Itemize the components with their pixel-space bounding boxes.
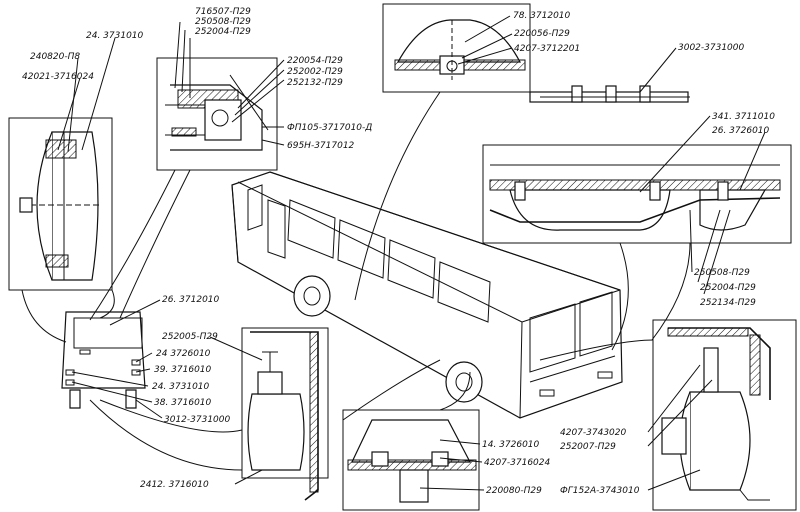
label-l32: 4207-3743020 bbox=[560, 428, 627, 438]
label-l16: 341. 3711010 bbox=[712, 112, 775, 122]
plate-detail bbox=[529, 85, 690, 103]
interior-lamp-detail bbox=[342, 409, 480, 511]
bus-illustration bbox=[231, 171, 623, 419]
label-l24: 39. 3716010 bbox=[154, 365, 212, 375]
label-l27: 3012-3731000 bbox=[164, 415, 231, 425]
marker-lamp-detail bbox=[482, 144, 792, 244]
label-l11: 695Н-3717012 bbox=[287, 141, 355, 151]
indicator-lamp-detail bbox=[156, 57, 278, 171]
label-l12: 78. 3712010 bbox=[513, 11, 571, 21]
label-l34: ФГ152А-3743010 bbox=[560, 486, 640, 496]
label-l33: 252007-П29 bbox=[560, 442, 616, 452]
label-l19: 252004-П29 bbox=[700, 283, 756, 293]
label-l25: 24. 3731010 bbox=[152, 382, 210, 392]
rear-lamp-detail bbox=[241, 327, 329, 501]
label-l15: 3002-3731000 bbox=[678, 43, 745, 53]
label-l22: 252005-П29 bbox=[162, 332, 218, 342]
label-l20: 252134-П29 bbox=[700, 298, 756, 308]
part-labels: 24. 3731010 240820-П8 42021-3716024 7165… bbox=[22, 7, 775, 496]
label-l3: 42021-3716024 bbox=[22, 72, 94, 82]
label-l5: 250508-П29 bbox=[195, 17, 251, 27]
label-l23: 24 3726010 bbox=[156, 349, 211, 359]
label-l17: 26. 3726010 bbox=[712, 126, 770, 136]
left-lamp-detail bbox=[8, 117, 113, 291]
label-l9: 252132-П29 bbox=[287, 78, 343, 88]
roof-lamp-detail bbox=[382, 3, 531, 93]
label-l30: 4207-3716024 bbox=[484, 458, 551, 468]
label-l1: 24. 3731010 bbox=[86, 31, 144, 41]
label-l2: 240820-П8 bbox=[30, 52, 80, 62]
label-l14: 4207-3712201 bbox=[514, 44, 580, 54]
label-l26: 38. 3716010 bbox=[154, 398, 212, 408]
label-l6: 252004-П29 bbox=[195, 27, 251, 37]
label-l7: 220054-П29 bbox=[287, 56, 343, 66]
label-l21: 26. 3712010 bbox=[162, 295, 220, 305]
label-l4: 716507-П29 bbox=[195, 7, 251, 17]
label-l28: 2412. 3716010 bbox=[140, 480, 209, 490]
bus-rear-view bbox=[61, 311, 146, 409]
label-l8: 252002-П29 bbox=[287, 67, 343, 77]
wiring-lines bbox=[21, 91, 691, 471]
label-l18: 250508-П29 bbox=[694, 268, 750, 278]
label-l10: ФП105-3717010-Д bbox=[287, 123, 372, 133]
label-l13: 220056-П29 bbox=[514, 29, 570, 39]
label-l29: 14. 3726010 bbox=[482, 440, 540, 450]
label-l31: 220080-П29 bbox=[486, 486, 542, 496]
leader-lines bbox=[57, 15, 766, 491]
headlamp-detail bbox=[652, 319, 797, 511]
